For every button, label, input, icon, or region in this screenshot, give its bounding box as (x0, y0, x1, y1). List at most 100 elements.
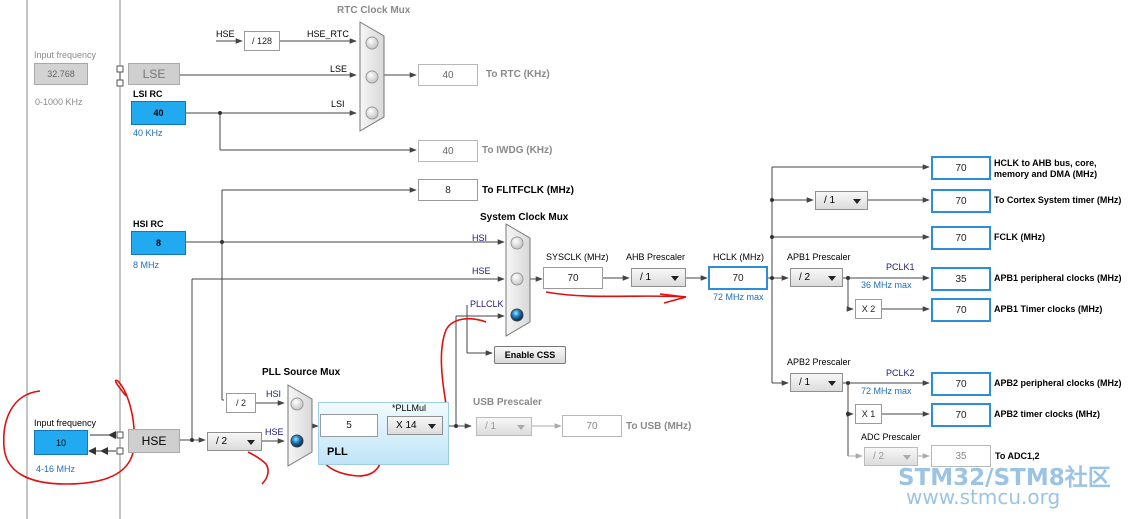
pll-mul-value: X 14 (396, 420, 417, 431)
hse-block[interactable]: HSE (128, 429, 180, 453)
sys-mux-input-hsi: HSI (472, 233, 488, 243)
watermark-community: 社区 (1064, 465, 1111, 491)
hse-prediv-value: / 2 (216, 436, 228, 447)
hsi-rc-title: HSI RC (133, 219, 164, 229)
lse-input-frequency-field[interactable]: 32.768 (34, 63, 88, 85)
rtc-div128-box: / 128 (244, 31, 280, 51)
pll-name: PLL (327, 446, 348, 458)
usb-output-label: To USB (MHz) (626, 421, 692, 432)
apb2-timer-output-field[interactable]: 70 (931, 403, 991, 427)
watermark-logo-text: STM32/STM8社区 (898, 458, 1111, 492)
chevron-down-icon (903, 454, 911, 460)
hse-input-frequency-label: Input frequency (34, 418, 97, 428)
chevron-down-icon (247, 439, 255, 445)
hse-prediv-select[interactable]: / 2 (207, 432, 262, 451)
chevron-down-icon (428, 423, 436, 429)
pll-source-mux (287, 384, 313, 467)
apb2-timer-multiplier: X 1 (855, 404, 882, 424)
chevron-down-icon (517, 424, 525, 430)
rtc-mux-input-hse-rtc: HSE_RTC (307, 29, 349, 39)
rtc-mux-title: RTC Clock Mux (337, 5, 411, 16)
rtc-mux-input-lsi: LSI (331, 99, 345, 109)
cortex-timer-output-label: To Cortex System timer (MHz) (994, 195, 1122, 205)
watermark-slash: / (985, 465, 994, 491)
apb1-timer-output-label: APB1 Timer clocks (MHz) (994, 304, 1103, 314)
apb2-prescaler-select[interactable]: / 1 (790, 373, 843, 392)
adc-output-field: 35 (931, 445, 991, 467)
hsi-rc-value[interactable]: 8 (131, 231, 186, 255)
rtc-clock-mux (359, 21, 385, 132)
pll-source-mux-title: PLL Source Mux (262, 367, 341, 378)
apb2-timer-output-label: APB2 timer clocks (MHz) (994, 409, 1101, 419)
ahb-prescaler-select[interactable]: / 1 (631, 268, 686, 287)
sysclk-label: SYSCLK (MHz) (546, 252, 609, 262)
apb1-prescaler-value: / 2 (799, 272, 811, 283)
watermark-stm32: STM32 (898, 465, 986, 491)
sysclk-field: 70 (543, 267, 603, 289)
apb2-peripheral-output-label: APB2 peripheral clocks (MHz) (994, 378, 1122, 388)
lsi-rc-title: LSI RC (133, 89, 163, 99)
hse-input-frequency-field[interactable]: 10 (34, 430, 88, 455)
rtc-output-field: 40 (418, 64, 478, 86)
apb2-prescaler-label: APB2 Prescaler (787, 357, 851, 367)
apb1-peripheral-output-label: APB1 peripheral clocks (MHz) (994, 273, 1122, 283)
usb-prescaler-select[interactable]: / 1 (476, 417, 532, 436)
pclk2-label: PCLK2 (886, 368, 915, 378)
hclk-field[interactable]: 70 (708, 266, 768, 290)
ahb-prescaler-value: / 1 (640, 272, 652, 283)
cortex-timer-output-field[interactable]: 70 (931, 189, 991, 213)
pll-mux-input-hse: HSE (265, 427, 284, 437)
pll-input-field: 5 (320, 414, 378, 437)
pclk1-label: PCLK1 (886, 262, 915, 272)
lse-input-range: 0-1000 KHz (35, 97, 83, 107)
rtc-output-label: To RTC (KHz) (486, 69, 550, 80)
watermark-stm8: STM8 (993, 465, 1065, 491)
fclk-output-field[interactable]: 70 (931, 226, 991, 250)
rtc-mux-input-lse: LSE (330, 64, 348, 74)
hclk-ahb-output-label-line2: memory and DMA (MHz) (994, 169, 1098, 179)
apb1-timer-multiplier: X 2 (855, 299, 882, 319)
hclk-label: HCLK (MHz) (713, 252, 764, 262)
apb2-prescaler-value: / 1 (799, 377, 811, 388)
pll-mux-input-hsi: HSI (266, 389, 282, 399)
iwdg-output-label: To IWDG (KHz) (482, 145, 553, 156)
apb1-prescaler-label: APB1 Prescaler (787, 252, 851, 262)
red-annotation-marks (2, 291, 687, 485)
sys-mux-input-pllclk: PLLCLK (470, 299, 504, 309)
fclk-output-label: FCLK (MHz) (994, 232, 1045, 242)
cortex-timer-divider-select[interactable]: / 1 (815, 191, 868, 210)
usb-prescaler-label: USB Prescaler (473, 397, 542, 408)
cortex-divider-value: / 1 (824, 195, 836, 206)
lse-input-frequency-label: Input frequency (34, 50, 97, 60)
lsi-rc-value[interactable]: 40 (131, 101, 186, 125)
apb1-prescaler-select[interactable]: / 2 (790, 268, 843, 287)
chevron-down-icon (828, 380, 836, 386)
enable-css-button[interactable]: Enable CSS (494, 346, 566, 364)
pll-mul-label: *PLLMul (392, 403, 427, 413)
flitfclk-output-field: 8 (418, 179, 478, 201)
apb1-max: 36 MHz max (861, 280, 912, 290)
apb2-peripheral-output-field[interactable]: 70 (931, 372, 991, 396)
flitfclk-output-label: To FLITFCLK (MHz) (482, 185, 575, 196)
apb1-timer-output-field[interactable]: 70 (931, 298, 991, 322)
sys-mux-input-hse: HSE (472, 266, 491, 276)
hclk-ahb-output-field[interactable]: 70 (931, 156, 991, 180)
chevron-down-icon (853, 198, 861, 204)
pll-mul-select[interactable]: X 14 (387, 416, 443, 435)
system-clock-mux (505, 223, 531, 337)
watermark-url: www.stmcu.org (906, 485, 1061, 509)
adc-prescaler-select[interactable]: / 2 (864, 447, 918, 466)
chevron-down-icon (828, 275, 836, 281)
hclk-max: 72 MHz max (713, 292, 764, 302)
rtc-hse-label: HSE (216, 29, 235, 39)
usb-prescaler-value: / 1 (485, 421, 497, 432)
hclk-ahb-output-label-line1: HCLK to AHB bus, core, (994, 158, 1097, 168)
adc-prescaler-value: / 2 (873, 451, 885, 462)
system-clock-mux-title: System Clock Mux (480, 212, 569, 223)
apb1-peripheral-output-field[interactable]: 35 (931, 267, 991, 291)
apb2-max: 72 MHz max (861, 386, 912, 396)
adc-output-label: To ADC1,2 (995, 451, 1040, 461)
hsi-rc-freq: 8 MHz (133, 260, 160, 270)
lse-block[interactable]: LSE (128, 63, 180, 85)
